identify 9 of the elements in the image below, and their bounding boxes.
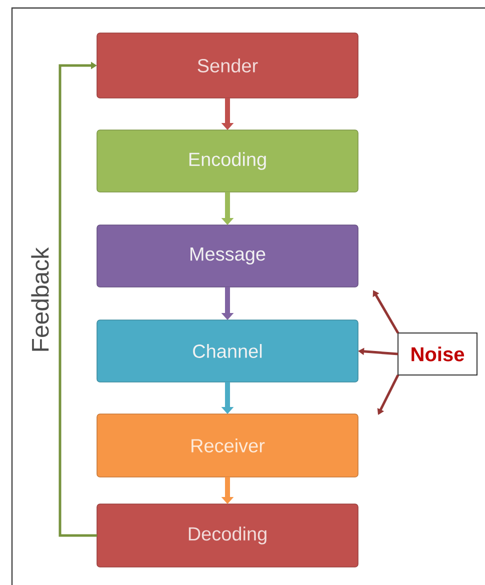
- process-box: Message: [96, 224, 358, 288]
- noise-box: Noise: [398, 332, 478, 376]
- arrow: [58, 62, 97, 537]
- process-box: Channel: [96, 320, 358, 382]
- edge-label: Feedback: [29, 245, 51, 355]
- process-box: Receiver: [96, 414, 358, 478]
- process-box: Sender: [96, 32, 358, 98]
- process-box: Encoding: [96, 130, 358, 192]
- process-box: Decoding: [96, 504, 358, 568]
